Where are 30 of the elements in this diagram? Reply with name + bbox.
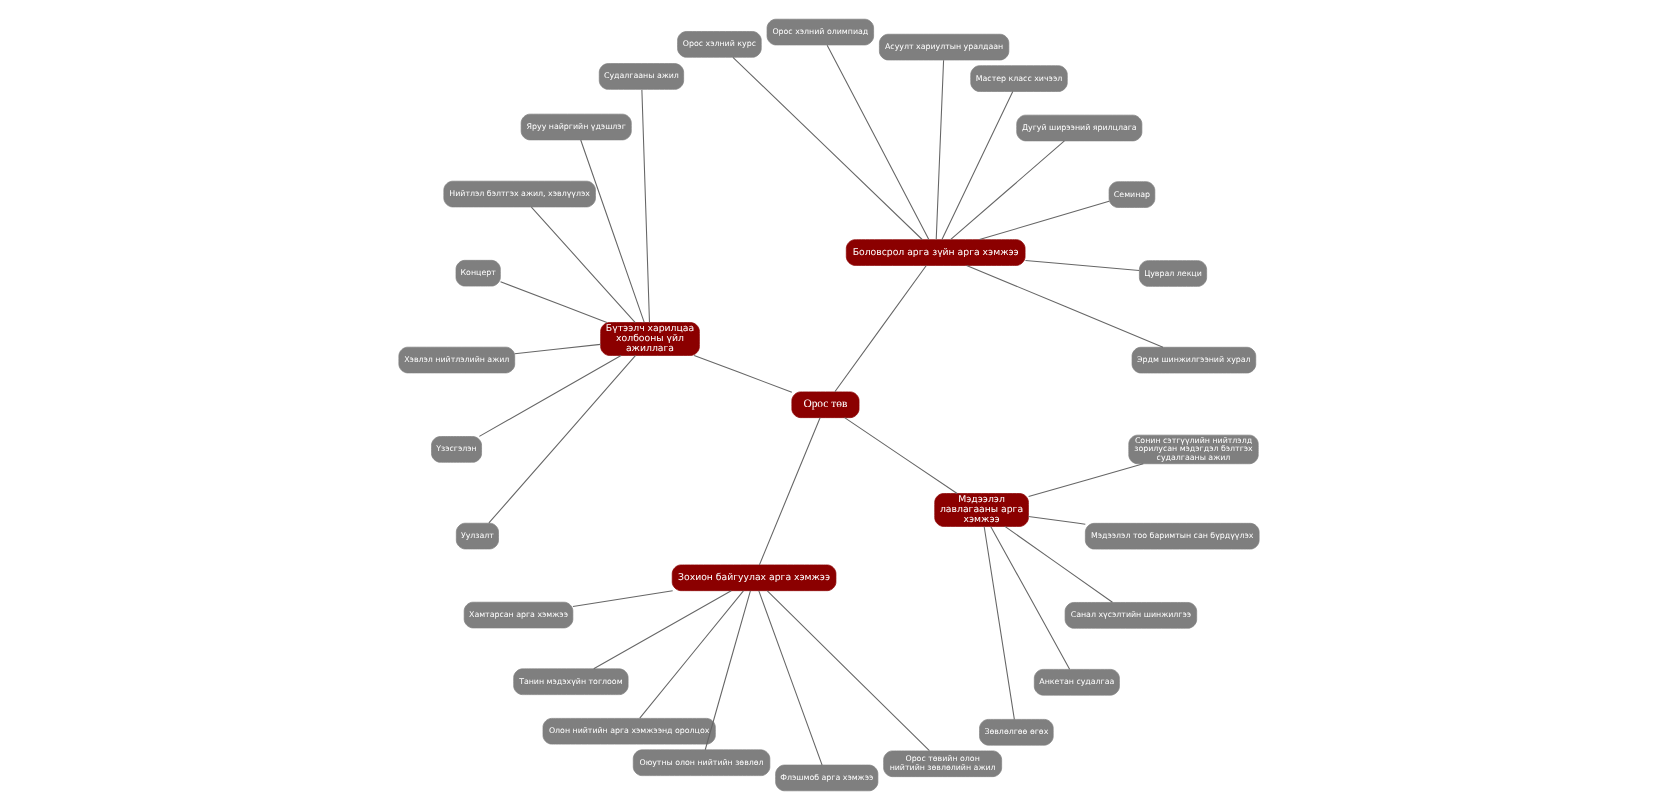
connector xyxy=(757,590,822,766)
connector xyxy=(833,264,926,393)
connector xyxy=(513,343,601,355)
connector xyxy=(640,89,649,323)
connector xyxy=(989,525,1070,670)
connector xyxy=(703,590,750,751)
connector xyxy=(934,59,944,240)
connector xyxy=(487,354,636,524)
connector xyxy=(571,590,673,607)
connector xyxy=(965,264,1163,348)
connector xyxy=(477,354,621,437)
connector xyxy=(1003,525,1112,603)
connector xyxy=(757,417,820,566)
connector xyxy=(692,355,792,393)
connector xyxy=(982,525,1014,720)
connector xyxy=(825,44,929,240)
connector xyxy=(731,56,922,241)
connector xyxy=(579,139,644,323)
connector xyxy=(529,206,635,323)
connector xyxy=(940,91,1013,240)
connector xyxy=(592,590,731,670)
connector xyxy=(1027,463,1143,498)
connector xyxy=(499,281,607,323)
connector xyxy=(765,590,929,752)
connector xyxy=(638,590,743,719)
connector xyxy=(1023,259,1139,272)
connector xyxy=(1026,515,1085,525)
connector xyxy=(843,417,957,495)
connector xyxy=(949,140,1064,240)
connector xyxy=(977,200,1109,241)
